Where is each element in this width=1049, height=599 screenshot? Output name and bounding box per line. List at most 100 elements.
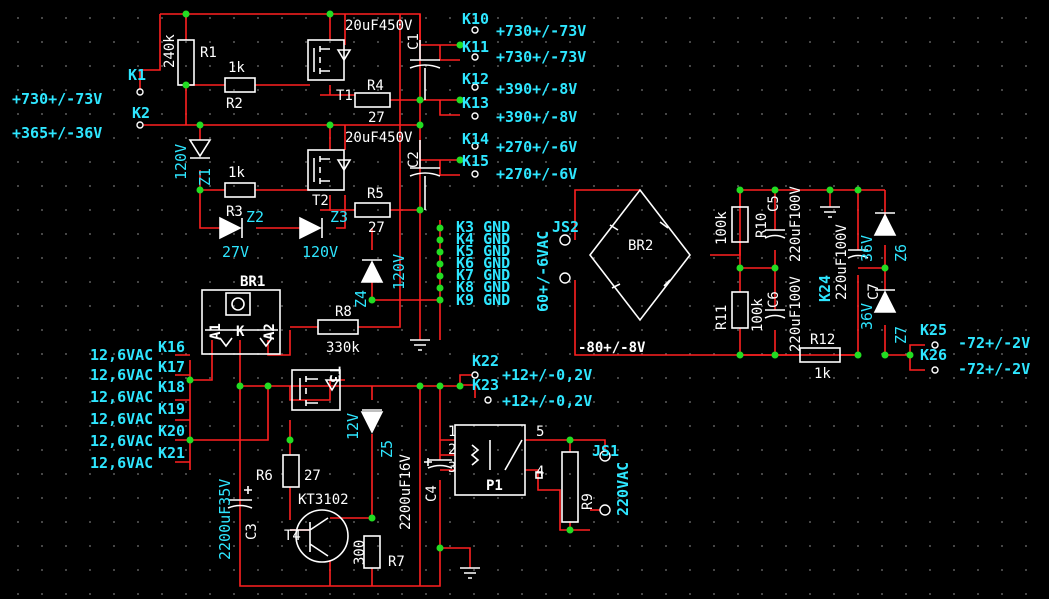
r2-value: 1k	[228, 60, 245, 76]
c2-capacitor	[409, 140, 441, 210]
r4-resistor	[354, 92, 391, 108]
p1-relay	[454, 424, 543, 496]
k17-voltage: 12,6VAC	[90, 366, 153, 384]
p1-pin1: 1	[448, 424, 456, 440]
t4-value: KT3102	[298, 492, 349, 508]
js1-label: JS1	[592, 442, 619, 460]
c2-label: C2	[406, 151, 422, 168]
k7-gnd: K7 GND	[456, 266, 510, 284]
c4-label: C4	[424, 485, 440, 502]
k13-voltage: +390+/-8V	[496, 108, 577, 126]
k19-label: K19	[158, 400, 185, 418]
k18-label: K18	[158, 378, 185, 396]
t2-label: T2	[312, 193, 329, 209]
ground-icon-2	[460, 567, 480, 579]
r4-value: 27	[368, 110, 385, 126]
r11-label: R11	[714, 305, 730, 330]
minus80-label: -80+/-8V	[578, 340, 646, 356]
r8-value: 330k	[326, 340, 360, 356]
r6-value: 27	[304, 468, 321, 484]
k9-gnd: K9 GND	[456, 291, 510, 309]
c6-value: 220uF100V	[788, 276, 804, 352]
r3-label: R3	[226, 204, 243, 220]
z2-label: Z2	[246, 208, 264, 226]
r3-resistor	[224, 182, 256, 198]
t4-label: T4	[284, 528, 301, 544]
c4-capacitor	[424, 458, 453, 469]
k23-voltage: +12+/-0,2V	[502, 392, 592, 410]
js1-voltage: 220VAC	[614, 462, 632, 516]
r9-label: R9	[580, 493, 596, 510]
k19-voltage: 12,6VAC	[90, 410, 153, 428]
c5-label: C5	[766, 195, 782, 212]
k10-voltage: +730+/-73V	[496, 22, 586, 40]
z4-value: 120V	[390, 254, 408, 290]
t1-mosfet	[307, 39, 352, 81]
p1-pin5: 5	[536, 424, 544, 440]
k21-voltage: 12,6VAC	[90, 454, 153, 472]
t1-label: T1	[336, 88, 353, 104]
k1-label: K1	[128, 66, 146, 84]
k26-label: K26	[920, 346, 947, 364]
r5-resistor	[354, 202, 391, 218]
z3-zener	[299, 216, 323, 240]
k20-label: K20	[158, 422, 185, 440]
r2-label: R2	[226, 96, 243, 112]
wires	[139, 13, 925, 587]
z3-value: 120V	[302, 243, 338, 261]
terminals	[136, 26, 939, 516]
k6-gnd: K6 GND	[456, 254, 510, 272]
k2-voltage: +365+/-36V	[12, 124, 102, 142]
r8-label: R8	[335, 304, 352, 320]
p1-pin4: 4	[536, 464, 544, 480]
z1-value: 120V	[172, 144, 190, 180]
c1-value: 20uF450V	[345, 18, 413, 34]
k20-voltage: 12,6VAC	[90, 432, 153, 450]
r2-resistor	[224, 77, 256, 93]
r10-label: R10	[754, 213, 770, 238]
c3-capacitor	[227, 486, 253, 509]
ground-icon	[410, 339, 430, 351]
k12-label: K12	[462, 70, 489, 88]
js2-voltage: 60+/-6VAC	[534, 231, 552, 312]
z5-zener	[360, 409, 384, 434]
r5-label: R5	[367, 186, 384, 202]
br1-bridge	[201, 289, 281, 355]
br1-label: BR1	[240, 274, 265, 290]
k22-label: K22	[472, 352, 499, 370]
z4-zener	[360, 259, 384, 283]
z3-label: Z3	[330, 208, 348, 226]
br1-a2: A2	[262, 323, 278, 340]
k25-label: K25	[920, 321, 947, 339]
r1-resistor	[177, 39, 195, 86]
br1-k: K	[236, 324, 245, 340]
z1-zener	[188, 139, 212, 159]
k5-gnd: K5 GND	[456, 242, 510, 260]
z4-label: Z4	[352, 290, 370, 308]
r12-value: 1k	[814, 366, 831, 382]
r11-value: 100k	[750, 298, 766, 332]
k25-voltage: -72+/-2V	[958, 334, 1030, 352]
z7-label: Z7	[892, 326, 910, 344]
r6-label: R6	[256, 468, 273, 484]
c3-label: C3	[244, 523, 260, 540]
t3-mosfet	[291, 369, 341, 411]
z5-value: 12V	[344, 413, 362, 440]
t2-mosfet	[307, 149, 352, 191]
k21-label: K21	[158, 444, 185, 462]
r10-resistor	[731, 206, 749, 243]
br2-bridge	[588, 188, 692, 322]
c1-capacitor	[409, 40, 441, 100]
k16-voltage: 12,6VAC	[90, 346, 153, 364]
z7-zener	[873, 289, 897, 313]
k11-label: K11	[462, 38, 489, 56]
r7-value: 300	[352, 540, 368, 565]
r6-resistor	[282, 454, 300, 488]
r7-resistor	[363, 535, 381, 569]
k26-voltage: -72+/-2V	[958, 360, 1030, 378]
r4-label: R4	[367, 78, 384, 94]
r10-value: 100k	[714, 211, 730, 245]
k12-voltage: +390+/-8V	[496, 80, 577, 98]
c6-label: C6	[766, 291, 782, 308]
